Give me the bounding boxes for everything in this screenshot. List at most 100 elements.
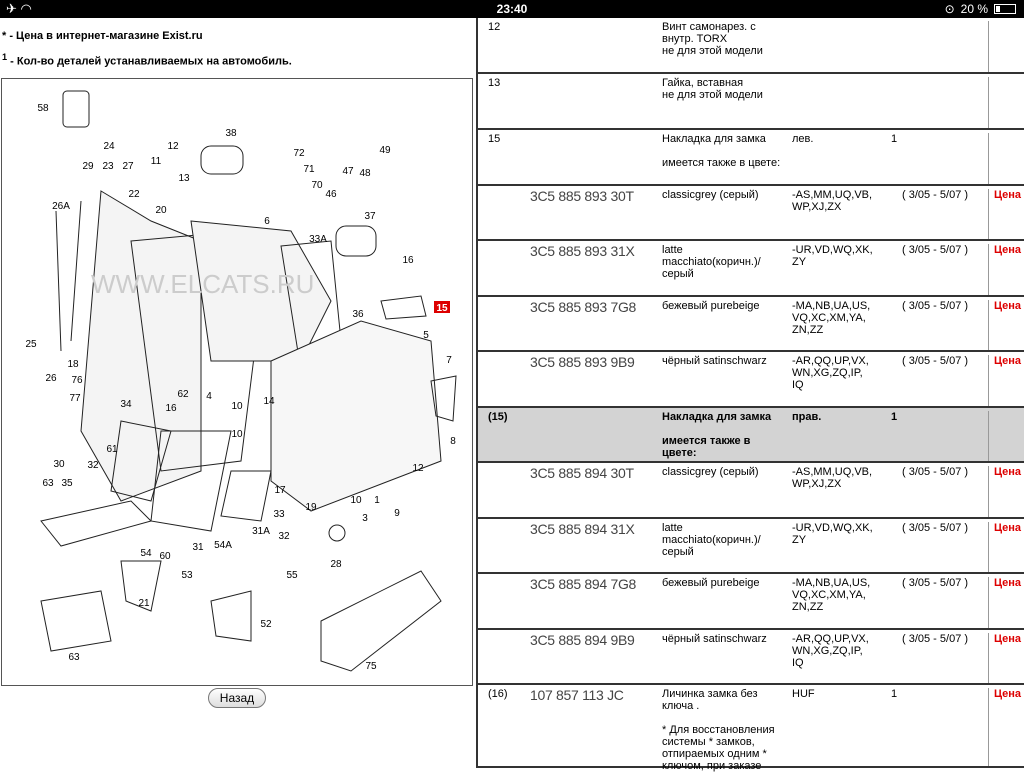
callout-32[interactable]: 32 <box>87 460 99 471</box>
callout-25[interactable]: 25 <box>25 339 37 350</box>
callout-58[interactable]: 58 <box>37 103 49 114</box>
part-number: 3C5 885 894 9B9 <box>530 632 635 648</box>
callout-49[interactable]: 49 <box>379 145 391 156</box>
callout-6[interactable]: 6 <box>264 216 270 227</box>
diagram-panel: * - Цена в интернет-магазине Exist.ru 1 … <box>0 18 476 768</box>
callout-16[interactable]: 16 <box>165 403 177 414</box>
callout-21[interactable]: 21 <box>138 598 150 609</box>
callout-5[interactable]: 5 <box>423 330 429 341</box>
callout-34[interactable]: 34 <box>120 399 132 410</box>
callout-54A[interactable]: 54A <box>214 540 232 551</box>
callout-17[interactable]: 17 <box>274 485 286 496</box>
quantity: 1 <box>891 411 898 423</box>
callout-16[interactable]: 16 <box>402 255 414 266</box>
battery-percent: 20 % <box>960 2 988 16</box>
callout-10[interactable]: 10 <box>350 495 362 506</box>
callout-60[interactable]: 60 <box>159 551 171 562</box>
callout-76[interactable]: 76 <box>71 375 83 386</box>
callout-8[interactable]: 8 <box>450 436 456 447</box>
date-range: ( 3/05 - 5/07 ) <box>902 189 969 201</box>
price-link[interactable]: Цена <box>993 189 1021 201</box>
date-range: ( 3/05 - 5/07 ) <box>902 466 969 478</box>
date-range: ( 3/05 - 5/07 ) <box>902 633 969 645</box>
price-link[interactable]: Цена <box>993 300 1021 312</box>
callout-3[interactable]: 3 <box>362 513 368 524</box>
callout-19[interactable]: 19 <box>305 502 317 513</box>
callout-33[interactable]: 33 <box>273 509 285 520</box>
callout-9[interactable]: 9 <box>394 508 400 519</box>
callout-46[interactable]: 46 <box>325 189 337 200</box>
remark: -MA,NB,UA,US,VQ,XC,XM,YA,ZN,ZZ <box>792 300 871 336</box>
remark: -AR,QQ,UP,VX,WN,XG,ZQ,IP,IQ <box>792 355 869 391</box>
price-link[interactable]: Цена <box>993 355 1021 367</box>
callout-24[interactable]: 24 <box>103 141 115 152</box>
battery-icon <box>994 4 1016 14</box>
price-link[interactable]: Цена <box>993 466 1021 478</box>
callout-75[interactable]: 75 <box>365 661 377 672</box>
callout-54[interactable]: 54 <box>140 548 152 559</box>
callout-70[interactable]: 70 <box>311 180 323 191</box>
callout-12[interactable]: 12 <box>412 463 424 474</box>
callout-77[interactable]: 77 <box>69 393 81 404</box>
callout-13[interactable]: 13 <box>178 173 190 184</box>
description: бежевый purebeige <box>662 577 760 589</box>
panel-divider <box>476 18 478 768</box>
callout-32[interactable]: 32 <box>278 531 290 542</box>
callout-47[interactable]: 47 <box>342 166 354 177</box>
column-divider <box>988 355 989 406</box>
callout-30[interactable]: 30 <box>53 459 65 470</box>
callout-36[interactable]: 36 <box>352 309 364 320</box>
callout-53[interactable]: 53 <box>181 570 193 581</box>
callout-15[interactable]: 15 <box>436 303 448 314</box>
callout-26[interactable]: 26 <box>45 373 57 384</box>
callout-48[interactable]: 48 <box>359 168 371 179</box>
callout-62[interactable]: 62 <box>177 389 189 400</box>
callout-31[interactable]: 31 <box>192 542 204 553</box>
callout-63[interactable]: 63 <box>42 478 54 489</box>
callout-20[interactable]: 20 <box>155 205 167 216</box>
callout-37[interactable]: 37 <box>364 211 376 222</box>
callout-72[interactable]: 72 <box>293 148 305 159</box>
callout-71[interactable]: 71 <box>303 164 315 175</box>
callout-18[interactable]: 18 <box>67 359 79 370</box>
price-link[interactable]: Цена <box>993 244 1021 256</box>
callout-55[interactable]: 55 <box>286 570 298 581</box>
callout-1[interactable]: 1 <box>374 495 380 506</box>
callout-22[interactable]: 22 <box>128 189 140 200</box>
callout-29[interactable]: 29 <box>82 161 94 172</box>
callout-33A[interactable]: 33A <box>309 234 327 245</box>
callout-7[interactable]: 7 <box>446 355 452 366</box>
callout-11[interactable]: 11 <box>151 156 162 167</box>
callout-4[interactable]: 4 <box>206 391 212 402</box>
price-link[interactable]: Цена <box>993 688 1021 700</box>
watermark: WWW.ELCATS.RU <box>91 269 314 299</box>
price-link[interactable]: Цена <box>993 522 1021 534</box>
price-link[interactable]: Цена <box>993 577 1021 589</box>
callout-35[interactable]: 35 <box>61 478 73 489</box>
callout-10[interactable]: 10 <box>231 429 243 440</box>
callout-14[interactable]: 14 <box>263 396 275 407</box>
callout-12[interactable]: 12 <box>167 141 179 152</box>
callout-23[interactable]: 23 <box>102 161 114 172</box>
callout-38[interactable]: 38 <box>225 128 237 139</box>
callout-27[interactable]: 27 <box>122 161 134 172</box>
callout-26A[interactable]: 26A <box>52 201 70 212</box>
price-link[interactable]: Цена <box>993 633 1021 645</box>
item-number: 13 <box>488 77 501 89</box>
callout-31A[interactable]: 31A <box>252 526 270 537</box>
callout-28[interactable]: 28 <box>330 559 342 570</box>
callout-52[interactable]: 52 <box>260 619 272 630</box>
part-number: 3C5 885 893 9B9 <box>530 354 635 370</box>
callout-61[interactable]: 61 <box>106 444 118 455</box>
back-button[interactable]: Назад <box>208 688 266 708</box>
callout-63[interactable]: 63 <box>68 652 80 663</box>
callout-10[interactable]: 10 <box>231 401 243 412</box>
part-number: 3C5 885 894 31X <box>530 521 635 537</box>
